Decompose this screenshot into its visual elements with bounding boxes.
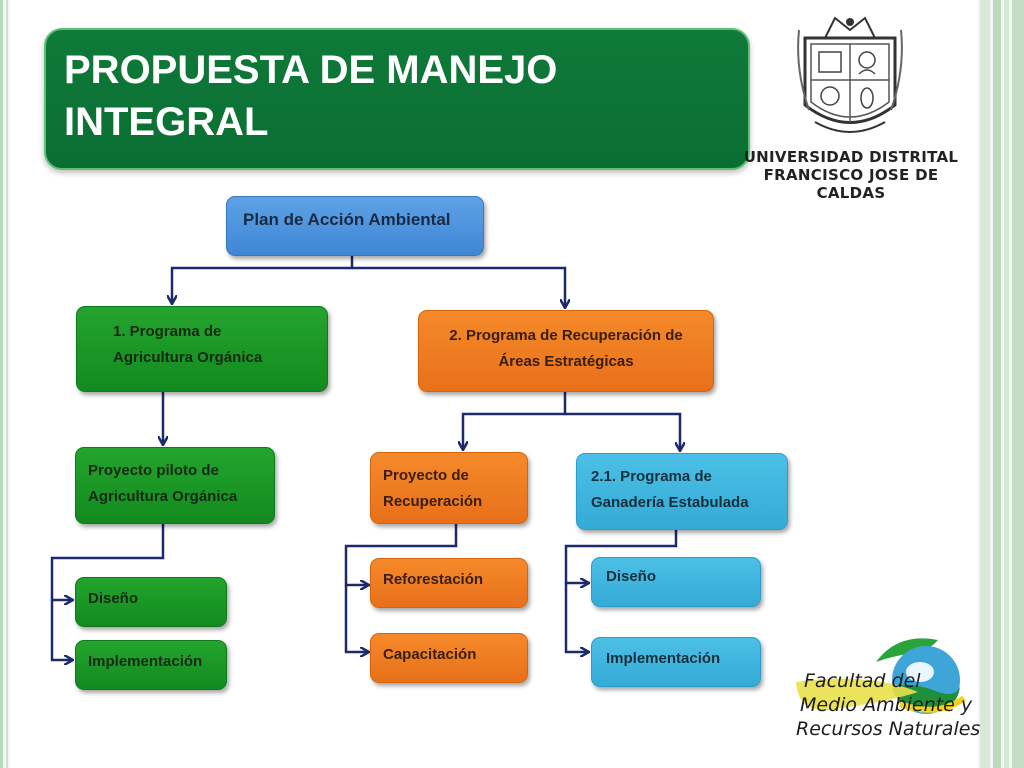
- university-crest-logo: [797, 16, 903, 133]
- faculty-name-line2: Medio Ambiente y: [800, 694, 973, 716]
- node-programa-recuperacion-areas: 2. Programa de Recuperación de Áreas Est…: [418, 310, 714, 392]
- node-capacitacion: Capacitación: [370, 633, 528, 683]
- university-name: UNIVERSIDAD DISTRITAL FRANCISCO JOSE DE …: [743, 148, 959, 202]
- faculty-name-line3: Recursos Naturales: [796, 718, 981, 740]
- node-plan-accion-ambiental: Plan de Acción Ambiental: [226, 196, 484, 256]
- slide-edge-left: [0, 0, 3, 768]
- slide-title: PROPUESTA DE MANEJO INTEGRAL: [64, 48, 558, 144]
- node-ganaderia-diseno: Diseño: [591, 557, 761, 607]
- slide-edge-right-stripe: [993, 0, 1001, 768]
- node-programa-agricultura-organica: 1. Programa de Agricultura Orgánica: [76, 306, 328, 392]
- node-programa-ganaderia-estabulada: 2.1. Programa de Ganadería Estabulada: [576, 453, 788, 530]
- slide-edge-left-inner: [6, 0, 8, 768]
- node-proyecto-recuperacion: Proyecto de Recuperación: [370, 452, 528, 524]
- node-ganaderia-implementacion: Implementación: [591, 637, 761, 687]
- slide-edge-right: [980, 0, 990, 768]
- faculty-globe-icon: [796, 638, 966, 714]
- faculty-name-line1: Facultad del: [804, 670, 921, 692]
- slide-edge-right-stripe-3: [1012, 0, 1024, 768]
- node-reforestacion: Reforestación: [370, 558, 528, 608]
- title-bar: PROPUESTA DE MANEJO INTEGRAL: [44, 28, 750, 170]
- node-pilot-diseno: Diseño: [75, 577, 227, 627]
- node-proyecto-piloto-agricultura: Proyecto piloto de Agricultura Orgánica: [75, 447, 275, 524]
- slide-edge-right-stripe-2: [1004, 0, 1009, 768]
- faculty-logo: Facultad del Medio Ambiente y Recursos N…: [788, 632, 981, 762]
- node-pilot-implementacion: Implementación: [75, 640, 227, 690]
